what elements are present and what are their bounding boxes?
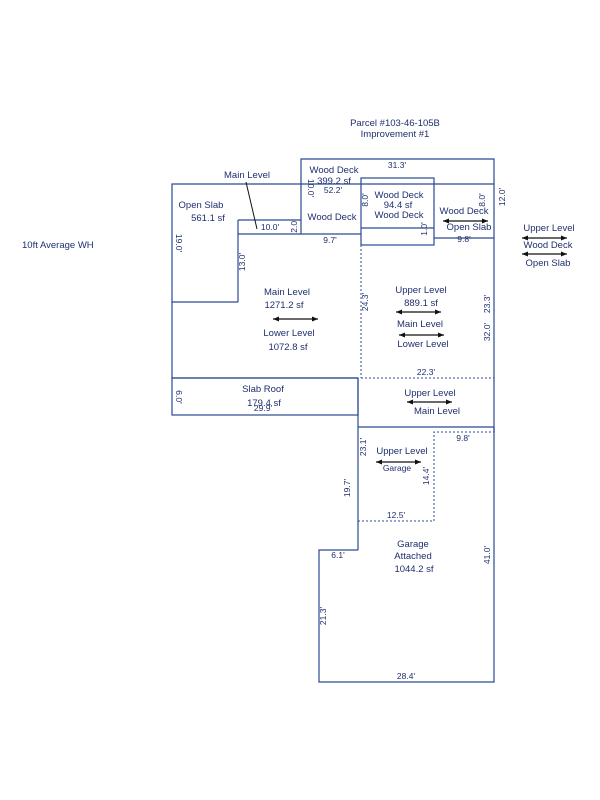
arrows — [245, 181, 567, 465]
arrowhead — [561, 251, 567, 257]
upper-level-area: 889.1 sf — [404, 298, 438, 309]
arrowhead — [522, 235, 528, 241]
lower-level-label: Lower Level — [263, 328, 314, 339]
upper-level-3-label: Upper Level — [376, 446, 427, 457]
main-level-2-label: Main Level — [414, 406, 460, 417]
arrowhead — [273, 316, 279, 322]
wood-deck-center-label: Wood Deck — [375, 190, 424, 201]
open-slab-area: 561.1 sf — [191, 213, 225, 224]
center-deck-box — [360, 177, 435, 246]
dim-10-0: 10.0' — [261, 222, 280, 232]
main-level-left-wall — [171, 302, 358, 379]
arrowhead — [482, 218, 488, 224]
lower-level-area: 1072.8 sf — [268, 342, 307, 353]
wood-deck-center-area: 94.4 sf — [384, 200, 413, 211]
arrowhead — [415, 459, 421, 465]
upper-garage-dashed — [358, 431, 494, 522]
dim-52-2: 52.2' — [324, 185, 343, 195]
open-slab-label: Open Slab — [179, 200, 224, 211]
upper-level-2-label: Upper Level — [404, 388, 455, 399]
open-slab-right-label: Open Slab — [447, 222, 492, 233]
arrowhead — [396, 309, 402, 315]
wood-deck-center-sub: Wood Deck — [375, 210, 424, 221]
garage-small-label: Garage — [383, 463, 412, 473]
attached-label: Attached — [394, 551, 432, 562]
dim-10-0-vertical: 10.0' — [306, 179, 316, 198]
dim-19-7: 19.7' — [342, 479, 352, 498]
area-labels: Main Level Open Slab 561.1 sf Wood Deck … — [179, 165, 575, 575]
main-level-sub-label: Main Level — [397, 319, 443, 330]
arrowhead — [561, 235, 567, 241]
dim-2-0: 2.0' — [289, 219, 299, 233]
open-slab-outline — [171, 183, 301, 303]
dim-24-3: 24.3' — [360, 293, 370, 312]
wood-deck-mid-label: Wood Deck — [308, 212, 357, 223]
dim-9-8-b: 9.8' — [456, 433, 470, 443]
dim-28-4: 28.4' — [397, 671, 416, 681]
dim-19-0: 19.0' — [174, 234, 184, 253]
lower-level-sub-label: Lower Level — [397, 339, 448, 350]
main-level-label: Main Level — [264, 287, 310, 298]
dim-32-0: 32.0' — [482, 323, 492, 342]
improvement-title: Improvement #1 — [361, 129, 430, 140]
average-wall-height-note: 10ft Average WH — [22, 240, 94, 251]
dim-21-3: 21.3' — [318, 607, 328, 626]
arrowhead — [407, 399, 413, 405]
garage-outline — [318, 427, 495, 683]
legend-wood-deck: Wood Deck — [524, 240, 573, 251]
arrowhead — [446, 399, 452, 405]
legend-open-slab: Open Slab — [526, 258, 571, 269]
dim-6-0: 6.0' — [174, 390, 184, 404]
main-level-top-label: Main Level — [224, 170, 270, 181]
wood-deck-right-label: Wood Deck — [440, 206, 489, 217]
garage-label: Garage — [397, 539, 429, 550]
parcel-title: Parcel #103-46-105B — [350, 118, 440, 129]
dim-14-4: 14.4' — [421, 467, 431, 486]
legend-upper-level: Upper Level — [523, 223, 574, 234]
dimension-labels: 31.3' 52.2' 10.0' 9.7' 9.8' 22.3' 29.9' … — [174, 160, 507, 681]
dim-8-0-b: 8.0' — [477, 193, 487, 207]
dim-12-0: 12.0' — [497, 188, 507, 207]
dim-13-0: 13.0' — [237, 253, 247, 272]
upper-level-label: Upper Level — [395, 285, 446, 296]
main-level-area: 1271.2 sf — [264, 300, 303, 311]
main-level-leader-line — [245, 181, 258, 230]
wood-deck-top-label: Wood Deck — [310, 165, 359, 176]
arrowhead — [399, 332, 405, 338]
dim-29-9: 29.9' — [254, 403, 273, 413]
arrowhead — [376, 459, 382, 465]
arrowhead — [438, 332, 444, 338]
dim-22-3: 22.3' — [417, 367, 436, 377]
dim-9-7: 9.7' — [323, 235, 337, 245]
dim-31-3: 31.3' — [388, 160, 407, 170]
dim-23-3: 23.3' — [482, 295, 492, 314]
dim-8-0-a: 8.0' — [360, 193, 370, 207]
dim-6-1: 6.1' — [331, 550, 345, 560]
dim-9-8-a: 9.8' — [457, 234, 471, 244]
garage-area: 1044.2 sf — [394, 564, 433, 575]
dashed-lines — [358, 245, 494, 522]
dim-23-1: 23.1' — [358, 438, 368, 457]
wood-deck-outline — [300, 158, 495, 432]
dim-1-0: 1.0' — [419, 222, 429, 236]
dim-12-5: 12.5' — [387, 510, 406, 520]
arrowhead — [435, 309, 441, 315]
arrowhead — [443, 218, 449, 224]
arrowhead — [312, 316, 318, 322]
wood-deck-top-area: 399.2 sf — [317, 176, 351, 187]
slab-roof-area: 179.4 sf — [247, 398, 281, 409]
slab-roof-label: Slab Roof — [242, 384, 284, 395]
dim-41-0: 41.0' — [482, 546, 492, 565]
arrowhead — [522, 251, 528, 257]
